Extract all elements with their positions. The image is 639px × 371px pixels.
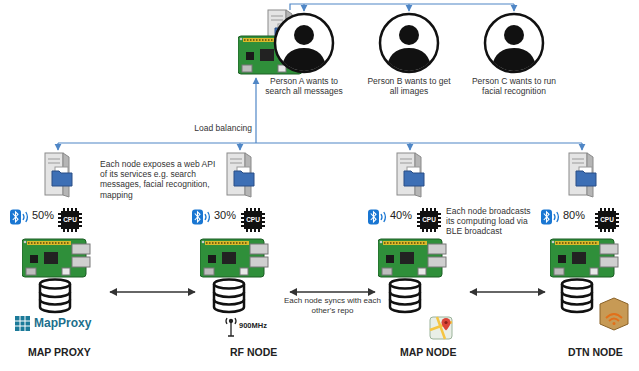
cpu-icon	[597, 210, 618, 231]
person-icon	[273, 12, 335, 74]
cpu-label: CPU	[420, 211, 438, 229]
node-name: RF NODE	[230, 346, 277, 359]
cpu-label: CPU	[61, 211, 79, 229]
dtn-icon	[600, 298, 628, 330]
logo-text: MapProxy	[34, 316, 91, 330]
bluetooth-icon	[192, 210, 209, 225]
sync-connector	[290, 291, 375, 292]
server-icon	[45, 153, 72, 197]
person-node: Person B wants to get all images	[367, 12, 451, 108]
flow-label: Load balancing	[180, 123, 252, 133]
bluetooth-icon	[541, 210, 558, 225]
note-text: Each node broadcasts its computing load …	[446, 206, 540, 237]
database-icon	[214, 280, 244, 313]
person-icon	[378, 12, 440, 74]
load-balance-line	[255, 78, 256, 143]
arrow	[513, 4, 514, 11]
load-balance-bus	[58, 142, 582, 143]
node-name: DTN NODE	[568, 346, 623, 359]
person-node: Person C wants to run facial recognition	[469, 12, 559, 108]
arrow	[409, 143, 410, 150]
raspberry-pi-board	[378, 239, 446, 277]
compute-node: 80% CPU DTN NODE	[545, 150, 635, 365]
sync-connector	[110, 291, 195, 292]
node-name: MAP PROXY	[28, 346, 91, 359]
bluetooth-icon	[10, 210, 27, 225]
cpu-icon	[243, 210, 264, 231]
arrow	[408, 4, 409, 11]
compute-node: 50% CPU MapProxyMAP PROXY	[10, 150, 110, 365]
note-text: Each node exposes a web API of its servi…	[100, 159, 220, 200]
rf-antenna-icon	[226, 318, 236, 336]
arrow	[581, 143, 582, 150]
cpu-load: 80%	[563, 209, 585, 222]
raspberry-pi-board	[550, 239, 618, 277]
bluetooth-icon	[368, 210, 385, 225]
person-node: Person A wants to search all messages	[262, 12, 346, 108]
database-icon	[390, 280, 420, 313]
compute-node: 40% CPU MAP NODE	[375, 150, 470, 365]
cpu-load: 40%	[390, 209, 412, 222]
arrow	[57, 143, 58, 150]
person-caption: Person B wants to get all images	[367, 76, 451, 96]
database-icon	[562, 280, 592, 313]
server-icon	[227, 153, 254, 197]
database-icon	[40, 280, 70, 313]
person-icon	[483, 12, 545, 74]
logo-text: 900MHz	[239, 321, 267, 330]
sync-connector	[470, 291, 545, 292]
raspberry-pi-board	[22, 239, 90, 277]
cpu-icon	[419, 210, 440, 231]
person-caption: Person C wants to run facial recognition	[469, 76, 559, 96]
arrow	[239, 143, 240, 150]
raspberry-pi-board	[200, 239, 268, 277]
cpu-label: CPU	[598, 211, 616, 229]
cpu-icon	[60, 210, 81, 231]
node-name: MAP NODE	[400, 346, 456, 359]
arrow	[303, 4, 304, 11]
cpu-load: 50%	[32, 209, 54, 222]
mapproxy-logo	[15, 316, 30, 331]
person-caption: Person A wants to search all messages	[262, 76, 346, 96]
request-line	[290, 4, 514, 10]
map-icon	[430, 317, 452, 339]
server-icon	[569, 153, 596, 197]
cpu-load: 30%	[214, 209, 236, 222]
server-icon	[397, 153, 424, 197]
edge-label: Each node syncs with each other's repo	[283, 296, 383, 315]
cpu-label: CPU	[244, 211, 262, 229]
